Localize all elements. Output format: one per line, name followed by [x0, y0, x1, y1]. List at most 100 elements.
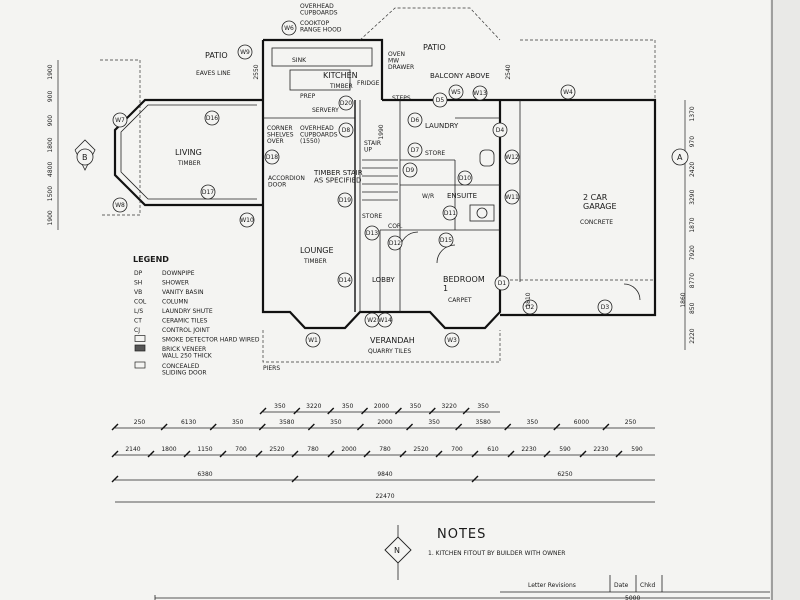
dimension-value: 2520	[269, 446, 284, 453]
tag-d10: D10	[457, 170, 473, 186]
footer-number: 5000	[625, 595, 640, 600]
dimension-value: 350	[330, 419, 342, 426]
dimension-value-left: 900	[47, 115, 54, 127]
revision-table: Letter Revisions Date Chkd 5000	[154, 575, 770, 600]
prep-label: PREP	[300, 93, 316, 100]
svg-text:D20: D20	[340, 100, 352, 107]
dimension-value: 250	[134, 419, 146, 426]
svg-text:D10: D10	[459, 175, 471, 182]
svg-text:W4: W4	[563, 89, 573, 96]
tag-d13: D13	[364, 225, 380, 241]
svg-text:D1: D1	[498, 280, 507, 287]
room-patio-right: PATIO	[423, 43, 446, 52]
tag-w2: W2	[364, 312, 380, 328]
tag-d17: D17	[200, 184, 216, 200]
dimension-value: 6000	[574, 419, 589, 426]
svg-text:W14: W14	[378, 317, 392, 324]
svg-text:D16: D16	[206, 115, 218, 122]
dimension-value: 2230	[521, 446, 536, 453]
dimension-value: 350	[342, 403, 354, 410]
dimension-value: 6380	[197, 471, 212, 478]
dimension-value-left: 1900	[47, 64, 54, 79]
dimension-value-left: 1900	[47, 210, 54, 225]
dimension-value: 3580	[279, 419, 294, 426]
dimension-value: 350	[274, 403, 286, 410]
svg-text:D15: D15	[440, 237, 452, 244]
room-living: LIVING	[175, 148, 202, 157]
fridge-label: FRIDGE	[357, 80, 380, 87]
dimension-value: 780	[379, 446, 391, 453]
svg-text:W1: W1	[308, 337, 318, 344]
tag-d1: D1	[494, 275, 510, 291]
tag-w10: W10	[239, 212, 255, 228]
dimension-value: 2000	[377, 419, 392, 426]
notes-title: NOTES	[437, 527, 486, 542]
dimension-value: 3220	[306, 403, 321, 410]
tag-d5: D5	[432, 92, 448, 108]
svg-text:D5: D5	[436, 97, 445, 104]
tag-d4: D4	[492, 122, 508, 138]
dimension-value: 350	[232, 419, 244, 426]
tag-d8: D8	[338, 122, 354, 138]
svg-text:A: A	[677, 153, 683, 162]
svg-text:VANITY BASIN: VANITY BASIN	[162, 289, 204, 296]
svg-text:D7: D7	[411, 147, 420, 154]
tag-w12: W12	[504, 149, 520, 165]
revision-date: Date	[614, 582, 629, 589]
tag-d7: D7	[407, 142, 423, 158]
eaves-label: EAVES LINE	[196, 70, 231, 77]
dimension-value-right: 8770	[689, 273, 696, 288]
room-store-1: STORE	[425, 150, 445, 157]
note-item-1: 1. KITCHEN FITOUT BY BUILDER WITH OWNER	[428, 550, 565, 557]
revision-chkd: Chkd	[640, 582, 655, 589]
svg-text:W5: W5	[451, 89, 461, 96]
tag-w1: W1	[305, 332, 321, 348]
svg-text:CT: CT	[134, 318, 142, 325]
tag-d15: D15	[438, 232, 454, 248]
svg-text:D2: D2	[526, 304, 535, 311]
svg-text:SH: SH	[134, 280, 142, 287]
svg-text:DOWNPIPE: DOWNPIPE	[162, 270, 195, 277]
tag-d3: D3	[597, 299, 613, 315]
dimension-value-right: 1370	[689, 106, 696, 121]
svg-text:VB: VB	[134, 289, 142, 296]
svg-text:COLUMN: COLUMN	[162, 299, 188, 306]
dimension-value-right: 850	[689, 302, 696, 314]
room-verandah-sub: QUARRY TILES	[368, 348, 411, 355]
dimension-value: 2000	[374, 403, 389, 410]
svg-text:W10: W10	[240, 217, 254, 224]
dimension-value: 250	[625, 419, 637, 426]
svg-text:D19: D19	[339, 197, 351, 204]
dimension-value: 350	[527, 419, 539, 426]
svg-text:D4: D4	[496, 127, 505, 134]
dimension-value-left: 4800	[47, 161, 54, 176]
dimension-value: 3220	[442, 403, 457, 410]
section-marker-b: B	[74, 139, 96, 171]
tag-d14: D14	[337, 272, 353, 288]
svg-text:D18: D18	[266, 154, 278, 161]
dimension-value-right: 7920	[689, 245, 696, 260]
room-lobby: LOBBY	[372, 276, 395, 284]
svg-text:D6: D6	[411, 117, 420, 124]
tag-w6: W6	[281, 20, 297, 36]
total-dimension: 22470	[375, 493, 394, 500]
svg-text:DP: DP	[134, 270, 143, 277]
dimension-value-misc: 1990	[378, 124, 385, 139]
walls	[100, 7, 657, 363]
svg-text:CONTROL JOINT: CONTROL JOINT	[162, 327, 210, 334]
tag-w13: W13	[472, 85, 488, 101]
tag-d12: D12	[387, 235, 403, 251]
dimension-value: 2520	[413, 446, 428, 453]
tag-w8: W8	[112, 197, 128, 213]
